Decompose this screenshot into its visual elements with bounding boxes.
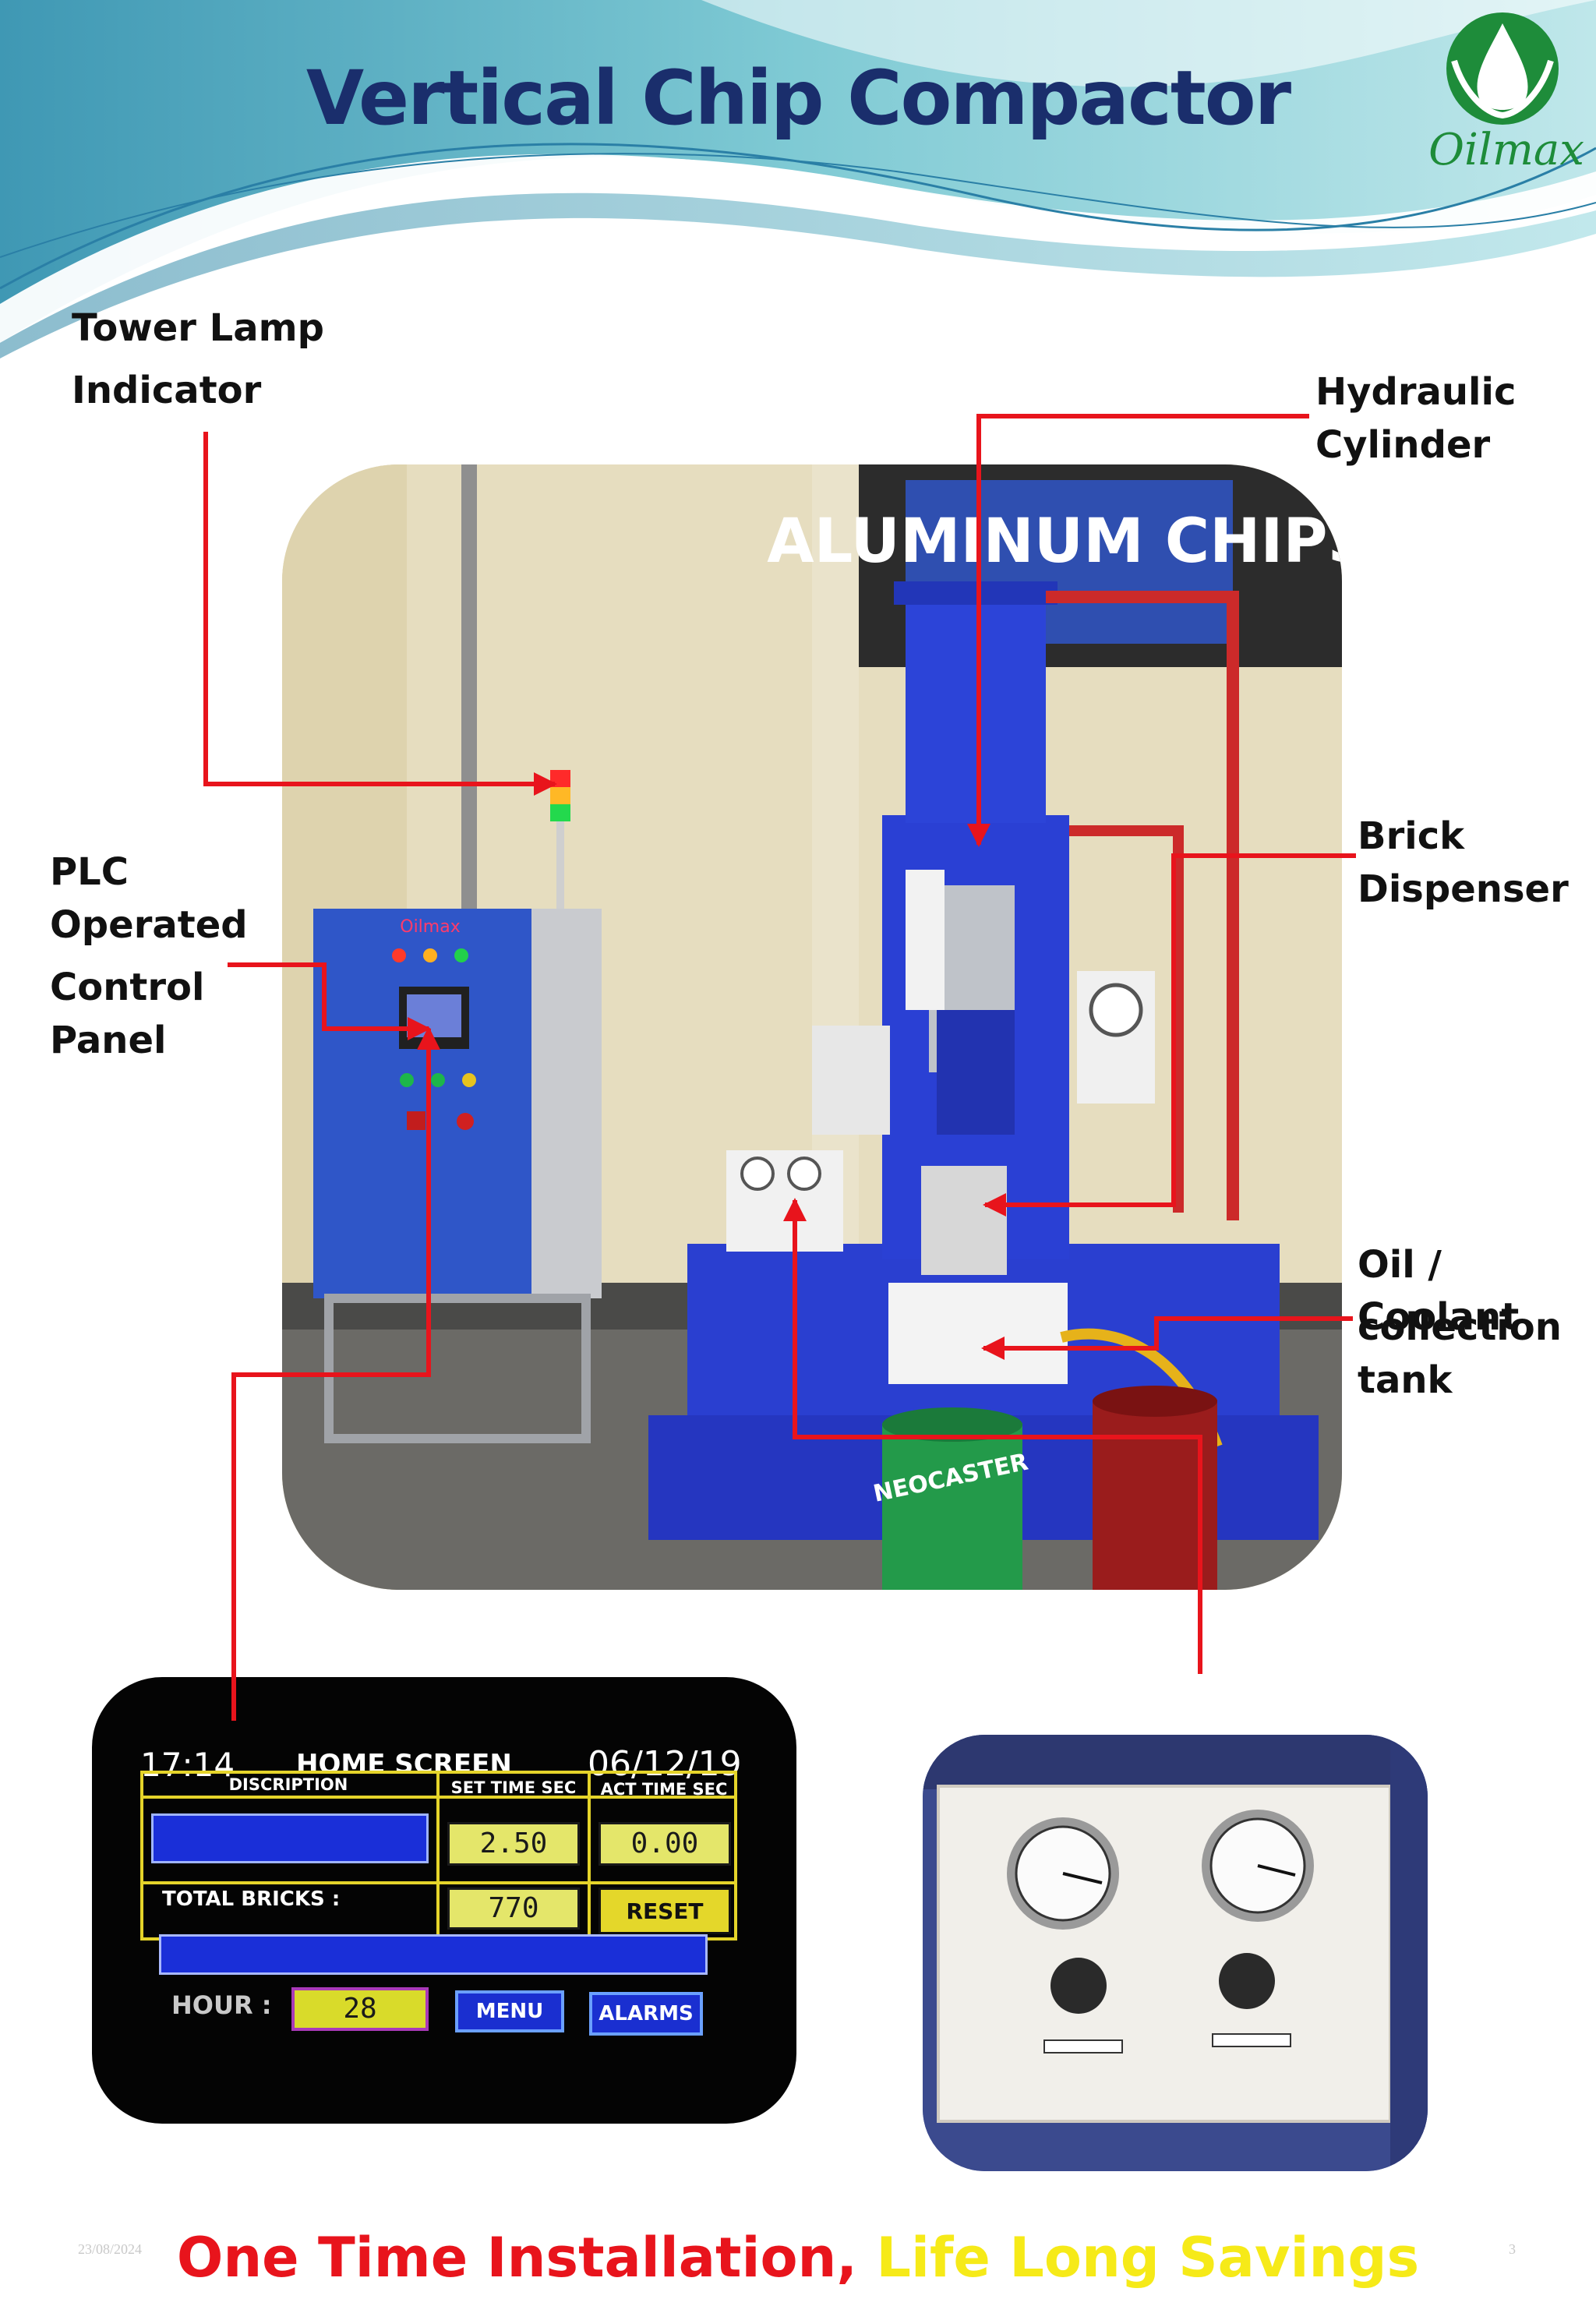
label-line: Control	[50, 966, 205, 1009]
label-line: Oil / Coolant	[1358, 1243, 1520, 1340]
label-oil-coolant-tank: Oil / Coolant collection tank	[1358, 1239, 1596, 1407]
label-line: Tower Lamp	[72, 306, 324, 350]
footer-tagline-part1: One Time Installation,	[176, 2226, 877, 2290]
label-tower-lamp: Tower Lamp Indicator	[72, 302, 324, 417]
hmi-divider-1	[436, 1771, 440, 1941]
label-line: Panel	[50, 1019, 167, 1062]
label-line: PLC	[50, 850, 129, 894]
footer-date: 23/08/2024	[78, 2241, 143, 2257]
footer-tagline: One Time Installation, Life Long Savings	[0, 2226, 1596, 2290]
oil-drop-icon	[1446, 12, 1559, 125]
hmi-status-bar	[159, 1934, 708, 1975]
hmi-col-description: DISCRIPTION	[228, 1775, 348, 1794]
label-line: Operated	[50, 903, 248, 947]
panel-brand-text: Oilmax	[400, 917, 460, 937]
label-line: Brick	[1358, 814, 1465, 858]
hmi-act-time-value: 0.00	[598, 1822, 731, 1866]
hmi-date: 06/12/19	[588, 1744, 742, 1784]
hmi-alarms-button[interactable]: ALARMS	[589, 1992, 703, 2036]
label-line: Indicator	[72, 369, 262, 412]
pressure-gauge-photo	[923, 1735, 1428, 2171]
footer-page-number: 3	[1509, 2241, 1516, 2257]
gauge-illustration	[923, 1735, 1428, 2171]
hmi-reset-button[interactable]: RESET	[598, 1888, 731, 1934]
hmi-set-time-value[interactable]: 2.50	[447, 1822, 580, 1866]
hmi-divider-2	[588, 1774, 591, 1941]
label-line: Hydraulic	[1315, 370, 1517, 414]
hmi-col-set-time: SET TIME SEC	[450, 1778, 577, 1797]
label-hydraulic-cylinder: Hydraulic Cylinder	[1315, 366, 1516, 471]
hmi-col-act-time: ACT TIME SEC	[600, 1780, 728, 1799]
page-title: Vertical Chip Compactor	[305, 55, 1291, 142]
label-line: Cylinder	[1315, 423, 1491, 467]
label-line: collection	[1358, 1305, 1562, 1349]
label-line: tank	[1358, 1358, 1453, 1402]
machine-photo: ALUMINUM CHIPS Oilmax	[282, 464, 1342, 1590]
sign-text: ALUMINUM CHIPS	[767, 507, 1342, 577]
hmi-description-field[interactable]	[151, 1813, 429, 1863]
hmi-screen-title: HOME SCREEN	[296, 1749, 512, 1780]
hmi-total-bricks-value: 770	[447, 1888, 580, 1930]
footer-tagline-part2: Life Long Savings	[876, 2226, 1420, 2290]
label-brick-dispenser: Brick Dispenser	[1358, 810, 1569, 916]
label-line: Dispenser	[1358, 867, 1569, 911]
machine-illustration: ALUMINUM CHIPS Oilmax	[282, 464, 1342, 1590]
hmi-hour-value: 28	[291, 1987, 429, 2031]
label-plc-panel: PLC Operated Control Panel	[50, 846, 248, 1067]
hmi-hour-label: HOUR :	[171, 1990, 272, 2020]
hmi-screen-photo: 17:14 HOME SCREEN 06/12/19 DISCRIPTION S…	[92, 1677, 796, 2124]
header-wave	[0, 0, 1596, 358]
hmi-total-bricks-label: TOTAL BRICKS :	[162, 1888, 341, 1911]
hmi-menu-button[interactable]: MENU	[455, 1990, 564, 2032]
hmi-divider-4	[140, 1881, 737, 1884]
hmi-divider-3	[140, 1796, 737, 1799]
hmi-time: 17:14	[140, 1746, 235, 1784]
logo-text: Oilmax	[1428, 125, 1584, 175]
